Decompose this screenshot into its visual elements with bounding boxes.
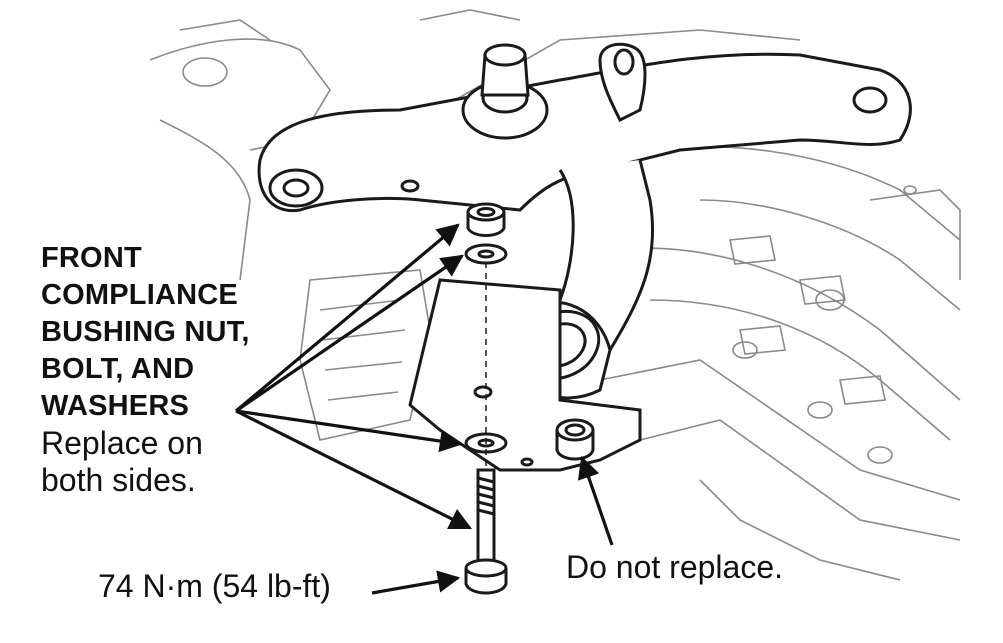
part-title-line-4: BOLT, AND: [41, 353, 195, 385]
leader-arrow-upper-washer: [235, 254, 464, 413]
leader-arrow-torque: [371, 570, 461, 595]
leader-arrow-bolt: [235, 409, 473, 530]
torque-spec-label: 74 N·m (54 lb-ft): [98, 568, 331, 604]
part-callout-label: FRONT COMPLIANCE BUSHING NUT, BOLT, AND …: [41, 240, 250, 499]
bracket-nut: [555, 418, 595, 461]
instruction-line-2: both sides.: [41, 462, 196, 498]
part-title-line-5: WASHERS: [41, 390, 190, 422]
part-title-line-2: COMPLIANCE: [41, 279, 238, 311]
part-title-line-3: BUSHING NUT,: [41, 316, 250, 348]
leader-arrow-nut: [234, 223, 460, 413]
do-not-replace-label: Do not replace.: [566, 549, 784, 585]
bolt-shaft: [476, 468, 496, 570]
instruction-line-1: Replace on: [41, 425, 203, 461]
part-title-line-1: FRONT: [41, 242, 142, 274]
exploded-fasteners: [464, 202, 508, 595]
leader-arrow-do-not-replace: [577, 455, 614, 546]
leader-arrow-lower-washer: [235, 409, 463, 453]
leader-arrows: [234, 223, 614, 595]
